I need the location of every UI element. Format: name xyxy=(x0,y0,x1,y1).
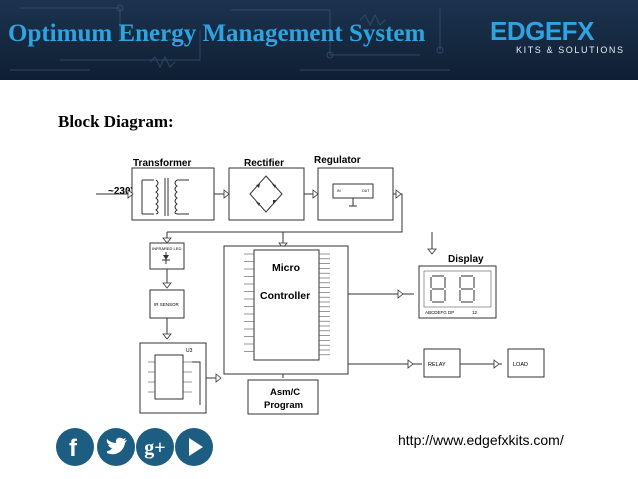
microcontroller-block: Micro Controller xyxy=(223,245,349,375)
asm-program-block: Asm/C Program xyxy=(247,379,319,415)
transformer-block xyxy=(131,167,215,221)
input-voltage-label: ~230V xyxy=(108,186,138,197)
logo-tagline: KITS & SOLUTIONS xyxy=(516,45,625,55)
facebook-icon[interactable]: f xyxy=(56,428,94,466)
edgefx-logo: EDGEFX KITS & SOLUTIONS xyxy=(490,16,630,56)
play-icon[interactable] xyxy=(175,428,213,466)
logo-wordmark: EDGEFX xyxy=(490,16,594,46)
google-plus-label: g+ xyxy=(144,437,166,459)
seven-segment-display: ABCDEFG DP 12 xyxy=(418,265,497,319)
rectifier-block xyxy=(228,167,305,221)
rectifier-label: Rectifier xyxy=(244,158,284,169)
svg-text:IN: IN xyxy=(337,189,341,193)
twitter-icon[interactable] xyxy=(97,428,135,466)
regulator-block: IN OUT xyxy=(317,167,394,221)
ir-sensor-label: IR SENSOR xyxy=(154,302,180,307)
timer-label: U3 xyxy=(186,348,193,354)
transformer-label: Transformer xyxy=(133,158,191,169)
load-label: LOAD xyxy=(513,362,528,368)
power-chain-wires xyxy=(96,189,437,255)
program-label: Program xyxy=(264,400,303,411)
timer-ic-block: U3 xyxy=(139,342,207,414)
asm-label: Asm/C xyxy=(270,387,300,398)
svg-text:OUT: OUT xyxy=(362,189,370,193)
header-banner: Optimum Energy Management System EDGEFX … xyxy=(0,0,638,80)
ir-sensor-block: IR SENSOR xyxy=(149,289,185,319)
svg-text:f: f xyxy=(69,435,78,462)
controller-label: Controller xyxy=(260,290,310,302)
page-title: Optimum Energy Management System xyxy=(8,20,426,47)
relay-label: RELAY xyxy=(428,362,446,368)
regulator-label: Regulator xyxy=(314,155,361,166)
relay-block: RELAY xyxy=(423,348,461,378)
display-pins-label-2: 12 xyxy=(472,310,478,315)
infrared-led-label: INFRARED LED xyxy=(152,246,181,251)
section-label: Block Diagram: xyxy=(58,112,174,131)
display-pins-label: ABCDEFG DP xyxy=(425,310,454,315)
load-block: LOAD xyxy=(507,348,545,378)
google-plus-icon[interactable]: g+ xyxy=(136,428,174,466)
infrared-led-block: INFRARED LED xyxy=(149,242,185,270)
circuit-background xyxy=(10,4,450,71)
display-label: Display xyxy=(448,254,484,265)
micro-label: Micro xyxy=(272,262,300,274)
website-link[interactable]: http://www.edgefxkits.com/ xyxy=(398,432,564,448)
